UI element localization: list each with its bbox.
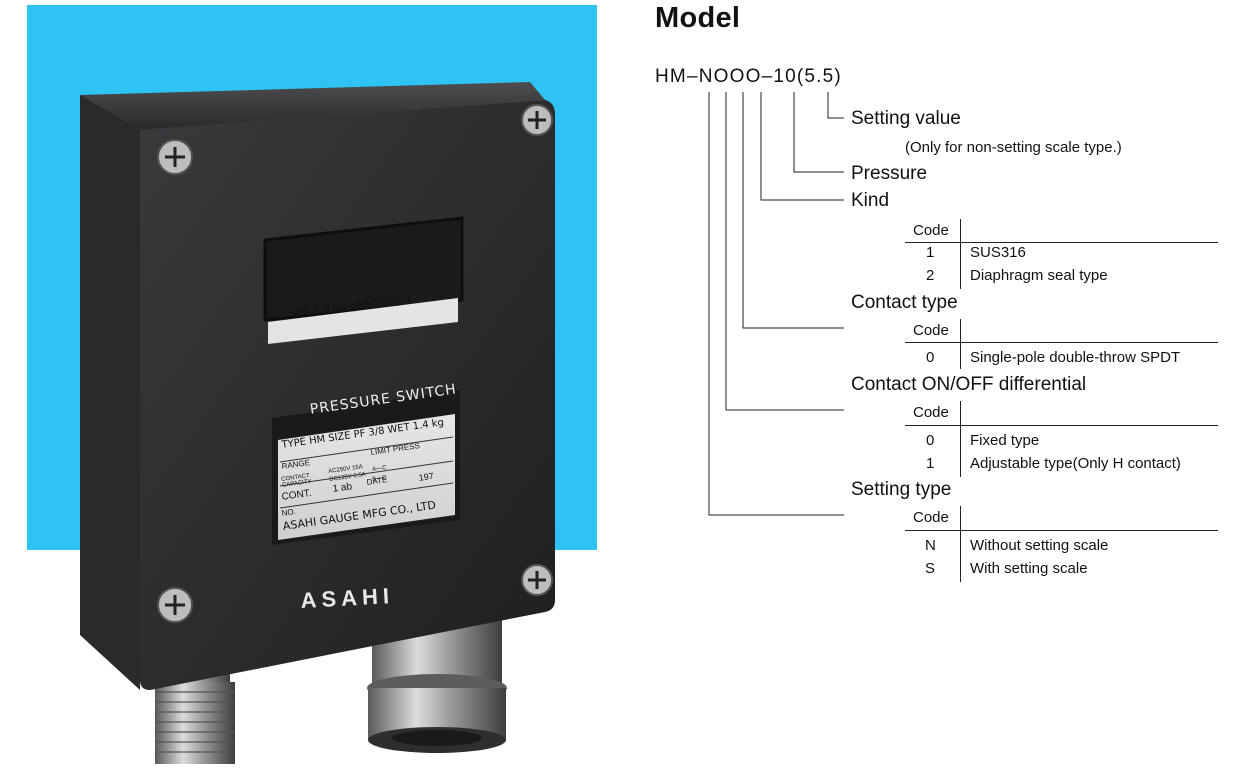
setting-type-header-rule	[905, 530, 1218, 531]
contact-type-row-code: 0	[926, 349, 935, 366]
contact-diff-row-desc: Adjustable type(Only H contact)	[970, 455, 1181, 472]
kind-code-header: Code	[913, 222, 949, 239]
contact-type-row-desc: Single-pole double-throw SPDT	[970, 349, 1181, 366]
setting-type-row-code: N	[925, 537, 936, 554]
setting-value-label: Setting value	[851, 108, 961, 129]
setting-type-row-code: S	[925, 560, 936, 577]
kind-column-divider	[960, 219, 961, 289]
leader-setting-type	[708, 92, 844, 516]
contact-type-header-rule	[905, 342, 1218, 343]
setting-window	[263, 216, 464, 322]
leader-contact-diff	[725, 92, 844, 411]
contact-diff-code-header: Code	[913, 404, 949, 421]
contact-diff-row-code: 1	[926, 455, 935, 472]
contact-type-column-divider	[960, 319, 961, 369]
leader-kind	[760, 92, 844, 201]
screw-bottom-left	[157, 587, 193, 623]
setting-window-label	[268, 298, 458, 344]
product-photo: SET.P 45K (640PSI) ↓ PRESSURE SWITCH TYP…	[27, 5, 597, 764]
setting-type-column-divider	[960, 506, 961, 582]
nameplate-body	[278, 414, 455, 540]
contact-diff-row-desc: Fixed type	[970, 432, 1040, 449]
setting-type-label: Setting type	[851, 479, 952, 500]
housing-left-side	[80, 95, 140, 690]
kind-row-desc: Diaphragm seal type	[970, 267, 1108, 284]
screw-top-right	[521, 104, 553, 136]
setting-value-note: (Only for non-setting scale type.)	[905, 139, 1122, 156]
contact-diff-header-rule	[905, 425, 1218, 426]
pressure-switch-illustration	[80, 82, 555, 764]
screw-bottom-right	[521, 564, 553, 596]
model-title: Model	[655, 2, 741, 34]
model-code: HM–NOOO–10(5.5)	[655, 66, 842, 87]
setting-type-code-header: Code	[913, 509, 949, 526]
kind-header-rule	[905, 242, 1218, 243]
contact-type-label: Contact type	[851, 292, 958, 313]
pressure-label: Pressure	[851, 163, 928, 184]
contact-diff-column-divider	[960, 401, 961, 477]
contact-type-code-header: Code	[913, 322, 949, 339]
leader-contact-type	[742, 92, 844, 329]
setting-type-row-desc: With setting scale	[970, 560, 1088, 577]
kind-row-code: 1	[926, 244, 935, 261]
housing-top	[80, 82, 545, 130]
screw-top-left	[157, 139, 193, 175]
contact-diff-row-code: 0	[926, 432, 935, 449]
kind-row-desc: SUS316	[970, 244, 1026, 261]
kind-row-code: 2	[926, 267, 935, 284]
setting-type-row-desc: Without setting scale	[970, 537, 1109, 554]
leader-setting-value	[827, 92, 844, 119]
kind-label: Kind	[851, 190, 890, 211]
contact-diff-label: Contact ON/OFF differential	[851, 374, 1087, 395]
leader-pressure	[793, 92, 844, 173]
